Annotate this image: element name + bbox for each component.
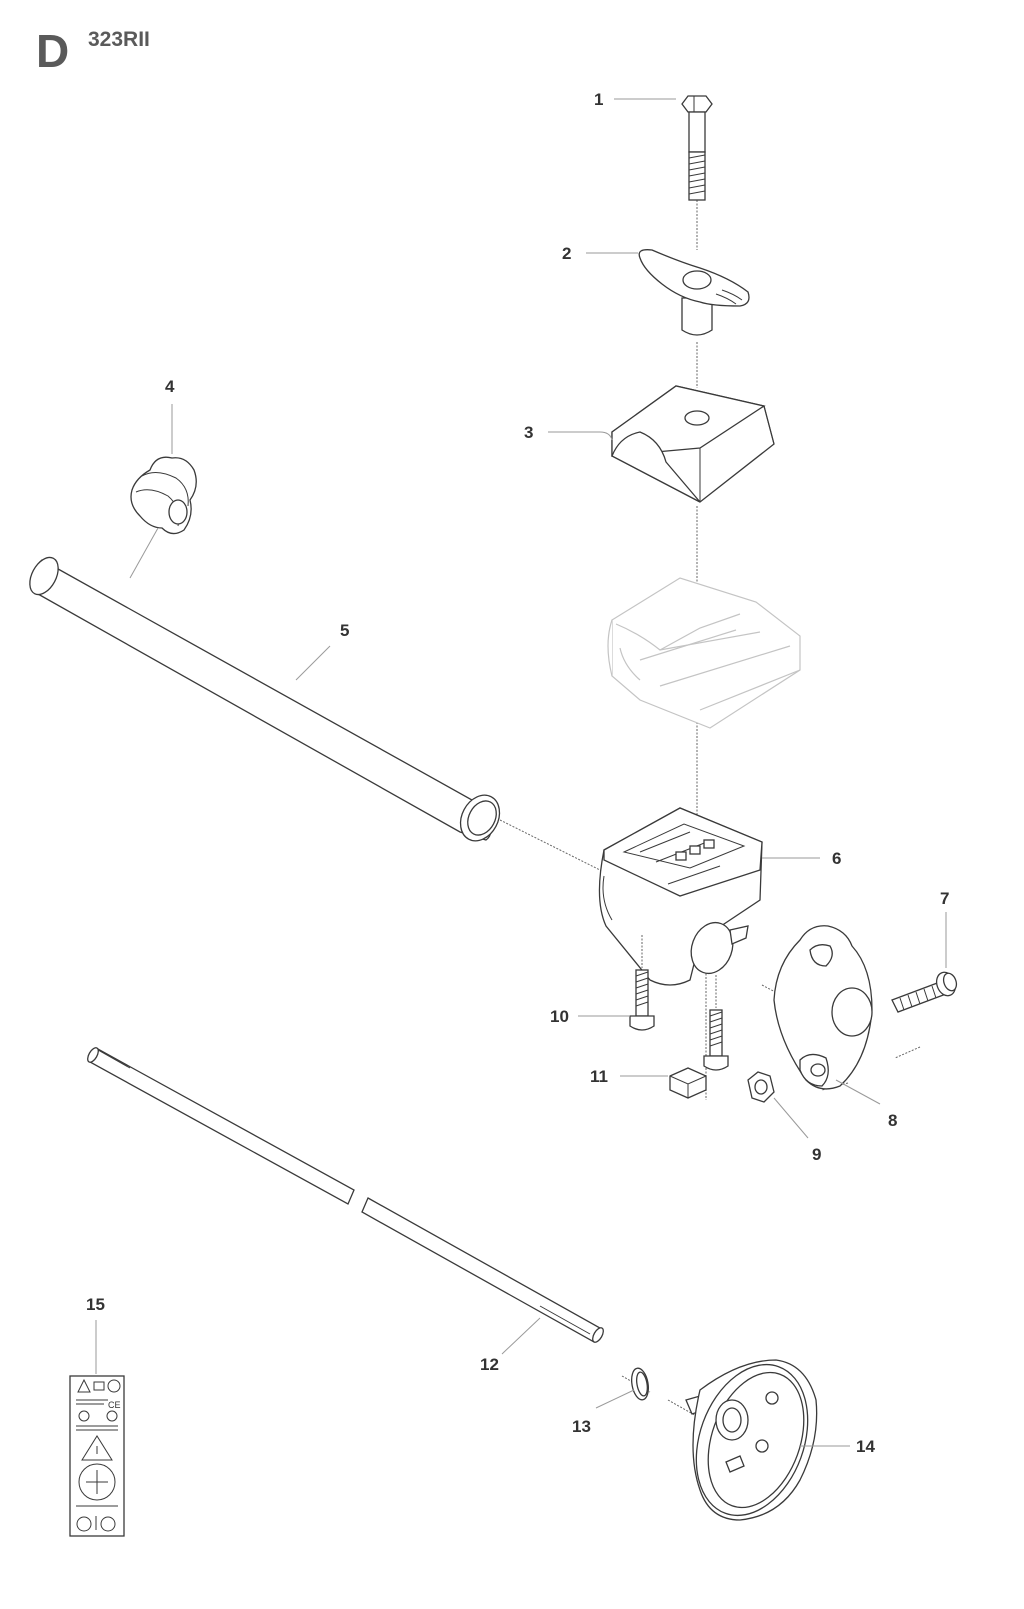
callout-12: 12 [480,1355,499,1374]
shaft-axis-line [667,1399,701,1419]
clamp-insert-ghost [607,577,801,729]
part-5-tube [29,556,501,842]
callout-10: 10 [550,1007,569,1026]
screw-axis-line [894,1046,921,1059]
callout-1: 1 [594,90,603,109]
tube-axis-line [499,819,611,876]
callout-6: 6 [832,849,841,868]
part-4-cable-clip [130,456,197,535]
part-3-clamp-cap [611,385,775,503]
part-14-clutch-drum [685,1359,818,1521]
callout-13: 13 [572,1417,591,1436]
part-15-warning-decal: CE [69,1375,125,1537]
part-12-drive-shaft [87,1047,604,1343]
callout-15: 15 [86,1295,105,1314]
callout-3: 3 [524,423,533,442]
part-8-handle-clamp [773,925,873,1090]
part-11-square-nut [669,1067,707,1099]
part-1-hex-bolt [681,95,713,201]
part-10-screw-left [629,969,655,1031]
decal-ce-mark: CE [108,1400,121,1410]
part-2-wing-nut [638,249,750,336]
part-6-handle-bracket [598,807,763,986]
part-7-screw [891,971,958,1013]
callout-9: 9 [812,1145,821,1164]
leader-lines [95,98,947,1447]
callout-7: 7 [940,889,949,908]
part-13-o-ring [630,1367,650,1401]
callout-numbers: 1 2 3 4 5 6 7 8 9 10 11 12 13 14 15 [86,90,949,1456]
callout-11: 11 [590,1067,608,1086]
part-9-nut [747,1071,775,1103]
callout-5: 5 [340,621,349,640]
callout-14: 14 [856,1437,875,1456]
model-title: 323RII [88,28,150,51]
section-letter: D [36,25,70,77]
callout-8: 8 [888,1111,897,1130]
part-10-screw-right [703,1009,729,1071]
callout-2: 2 [562,244,571,263]
shaft-axis-line [621,1375,651,1393]
callout-4: 4 [165,377,175,396]
